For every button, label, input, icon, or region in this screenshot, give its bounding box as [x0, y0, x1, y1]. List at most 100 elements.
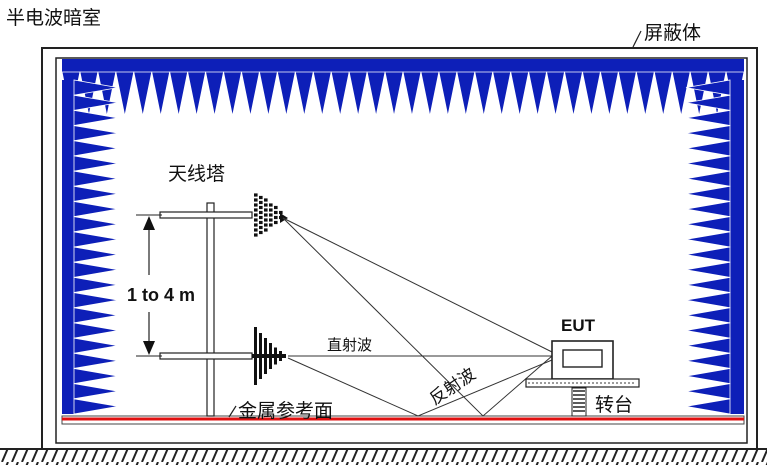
ceiling-absorber-wedge [671, 71, 691, 117]
right-absorber-wedge [685, 94, 731, 111]
antenna-element [269, 203, 273, 207]
antenna-element [269, 223, 273, 227]
antenna-element [259, 195, 263, 200]
turntable-texture [540, 382, 542, 384]
chamber-title: 半电波暗室 [6, 7, 101, 29]
right-absorber-wedge [685, 261, 731, 278]
antenna-element [254, 208, 258, 212]
shield-leader [632, 30, 642, 48]
ground-plane-label: 金属参考面 [238, 400, 333, 422]
left-absorber-wedge [73, 307, 119, 324]
turntable-texture [556, 382, 558, 384]
right-absorber-wedge [685, 367, 731, 385]
turntable-texture [632, 382, 634, 384]
left-absorber-wedge [73, 155, 119, 172]
ceiling-absorber-wedge [187, 71, 207, 117]
left-absorber-wedge [73, 337, 119, 354]
right-absorber-wedge [685, 125, 731, 142]
turntable-texture [576, 382, 578, 384]
metal-ground-plane [61, 415, 745, 425]
antenna-element [254, 233, 258, 237]
turntable-texture [620, 382, 622, 384]
ceiling-absorber-wedge [330, 71, 350, 117]
ceiling-absorber-wedge [420, 71, 440, 117]
ceiling-absorber-wedge [492, 71, 512, 117]
ceiling-absorber-wedge [402, 71, 422, 117]
turntable-texture [548, 382, 550, 384]
antenna-element [264, 198, 268, 202]
turntable-texture [528, 382, 530, 384]
floor [0, 448, 767, 465]
direct-wave-label: 直射波 [327, 336, 372, 354]
ceiling-absorber-wedge [312, 71, 332, 117]
right-absorber-wedge [685, 246, 731, 263]
turntable-texture [560, 382, 562, 384]
antenna-element [259, 230, 263, 235]
turntable-texture [580, 382, 582, 384]
ceiling-absorber-wedge [294, 71, 314, 117]
antenna-element [254, 223, 258, 227]
left-absorber-wedge [73, 261, 119, 278]
turntable-texture [596, 382, 598, 384]
right-absorber-wedge [685, 398, 731, 415]
antenna-element [274, 215, 278, 220]
left-absorber-wedge [73, 367, 119, 385]
left-absorber-wedge [73, 79, 119, 96]
antenna-element [254, 218, 258, 222]
ceiling-absorber-wedge [474, 71, 494, 117]
antenna-element [259, 210, 263, 215]
left-absorber-wedge [73, 322, 119, 339]
left-absorber-wedge [73, 352, 119, 369]
antenna-element [264, 218, 268, 222]
turntable-texture [592, 382, 594, 384]
ceiling-absorber-wedge [528, 71, 548, 117]
ceiling-absorber-wedge [456, 71, 476, 117]
right-absorber-wedge [685, 140, 731, 157]
ceiling-absorber-wedge [384, 71, 404, 117]
antenna-element [259, 215, 263, 220]
antenna-element [259, 205, 263, 210]
left-absorber-wedge [73, 246, 119, 263]
left-absorber-wedge [73, 140, 119, 157]
ceiling-absorber-wedge [689, 71, 709, 117]
left-absorber-wedge [73, 292, 119, 309]
antenna-element [264, 228, 268, 232]
right-absorber-wedge [685, 337, 731, 354]
ceiling-absorber-wedge [564, 71, 583, 117]
turntable-texture [588, 382, 590, 384]
ceiling-absorber-base [62, 59, 744, 72]
right-absorber-wedge [685, 307, 731, 324]
antenna-element [254, 198, 258, 202]
right-absorber-wedge [685, 170, 731, 187]
ceiling-absorber-wedge [581, 71, 601, 117]
left-absorber-wedge [73, 94, 119, 111]
ceiling-absorber-wedge [653, 71, 673, 117]
turntable-texture [624, 382, 626, 384]
right-wall-absorbers [685, 79, 744, 415]
left-absorber-wedge [73, 216, 119, 233]
antenna-element [274, 205, 278, 210]
right-absorber-wedge [685, 79, 731, 96]
right-absorber-wedge [685, 383, 731, 400]
right-absorber-base [730, 80, 744, 414]
left-absorber-wedge [73, 200, 119, 218]
antenna-element [254, 228, 258, 232]
left-absorber-wedge [73, 109, 119, 127]
ceiling-absorber-wedge [115, 71, 135, 117]
right-absorber-wedge [685, 216, 731, 233]
turntable-texture [536, 382, 538, 384]
turntable [525, 378, 640, 417]
antenna-element [264, 203, 268, 207]
turntable-texture [628, 382, 630, 384]
right-absorber-wedge [685, 155, 731, 172]
antenna-element [269, 213, 273, 217]
antenna-element [274, 220, 278, 225]
right-absorber-wedge [685, 200, 731, 218]
left-absorber-wedge [73, 185, 119, 202]
antenna-element [279, 210, 283, 215]
antenna-element [264, 213, 268, 217]
turntable-texture [552, 382, 554, 384]
antenna-element [269, 218, 273, 222]
ceiling-absorber-wedge [258, 71, 278, 117]
